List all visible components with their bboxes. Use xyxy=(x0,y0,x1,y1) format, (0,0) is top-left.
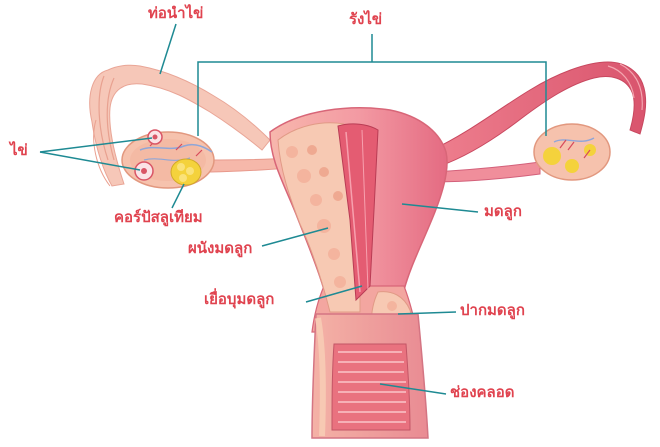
label-corpus-luteum: คอร์ปัสลูเทียม xyxy=(114,210,203,225)
vagina xyxy=(312,314,428,438)
label-ovary: รังไข่ xyxy=(349,12,382,27)
label-endometrium: เยื่อบุมดลูก xyxy=(204,292,274,307)
label-vagina: ช่องคลอด xyxy=(450,385,515,400)
label-cervix: ปากมดลูก xyxy=(460,303,525,318)
label-fallopian-tube: ท่อนำไข่ xyxy=(148,6,203,21)
label-uterine-wall: ผนังมดลูก xyxy=(188,241,252,256)
label-uterus: มดลูก xyxy=(484,204,522,219)
label-egg: ไข่ xyxy=(10,143,28,158)
leader-fallopian-tube xyxy=(160,24,176,74)
corpus-luteum xyxy=(171,159,201,185)
